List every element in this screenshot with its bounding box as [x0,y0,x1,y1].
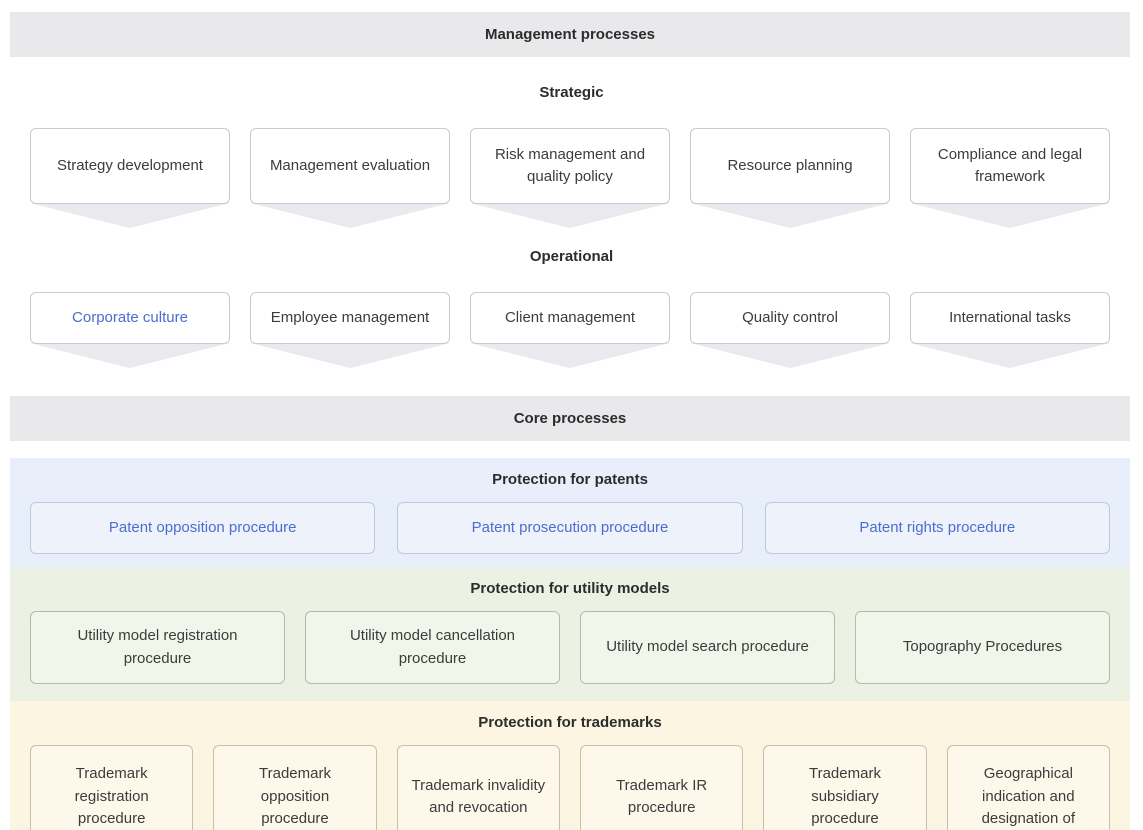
box-trademark-ir-procedure: Trademark IR procedure [579,745,744,830]
box-corporate-culture[interactable]: Corporate culture [30,292,230,344]
operational-cell: Corporate culture [30,292,230,368]
down-chevron-icon [690,343,890,368]
utility-cell: Topography Procedures [855,611,1110,684]
box-client-management: Client management [470,292,670,344]
box-link-label[interactable]: Patent opposition procedure [108,518,297,536]
trademark-cell: Trademark IR procedure [579,745,744,830]
box-link-label[interactable]: Patent rights procedure [859,518,1016,536]
box-label: Strategy development [57,156,203,174]
utility-cell: Utility model search procedure [580,611,835,684]
box-strategy-development: Strategy development [30,128,230,204]
patents-cell: Patent rights procedure [764,502,1110,554]
box-label: Client management [504,308,636,326]
box-label: Trademark invalidity and revocation [411,776,546,817]
operational-cell: Quality control [690,292,890,368]
box-label: International tasks [949,308,1071,326]
box-patent-rights-procedure[interactable]: Patent rights procedure [764,502,1110,554]
box-label: Compliance and legal framework [937,145,1083,186]
box-compliance-legal-framework: Compliance and legal framework [910,128,1110,204]
down-chevron-icon [30,343,230,368]
box-trademark-registration-procedure: Trademark registration procedure [30,745,194,830]
trademark-cell: Geographical indication and designation … [946,745,1110,830]
box-label: Resource planning [727,156,853,174]
down-chevron-icon [470,203,670,228]
trademarks-heading: Protection for trademarks [478,714,662,731]
box-risk-management-quality-policy: Risk management and quality policy [470,128,670,204]
box-utility-model-registration-procedure: Utility model registration procedure [30,611,285,684]
strategic-cell: Management evaluation [250,128,450,228]
section-protection-for-patents: Protection for patents Patent opposition… [10,458,1130,567]
box-trademark-subsidiary-procedure: Trademark subsidiary procedure [763,745,927,830]
operational-cell: Employee management [250,292,450,368]
box-label: Utility model registration procedure [77,627,238,667]
trademarks-row: Trademark registration procedure Tradema… [30,745,1110,830]
box-utility-model-search-procedure: Utility model search procedure [580,611,835,684]
box-label: Utility model cancellation procedure [349,627,516,667]
box-label: Geographical indication and designation … [981,765,1075,828]
strategic-row: Strategy development Management evaluati… [30,128,1110,228]
utility-cell: Utility model cancellation procedure [305,611,560,684]
trademark-cell: Trademark opposition procedure [213,745,377,830]
strategic-cell: Strategy development [30,128,230,228]
trademark-cell: Trademark invalidity and revocation [396,745,560,830]
box-label: Trademark subsidiary procedure [808,765,881,828]
box-link-label[interactable]: Patent prosecution procedure [471,518,669,536]
management-processes-banner: Management processes [10,12,1130,57]
operational-heading: Operational [529,248,614,265]
down-chevron-icon [690,203,890,228]
box-label: Management evaluation [269,156,431,174]
box-utility-model-cancellation-procedure: Utility model cancellation procedure [305,611,560,684]
core-processes-banner: Core processes [10,396,1130,441]
strategic-cell: Resource planning [690,128,890,228]
down-chevron-icon [250,343,450,368]
box-employee-management: Employee management [250,292,450,344]
operational-row: Corporate culture Employee management Cl… [30,292,1110,368]
utility-models-row: Utility model registration procedure Uti… [30,611,1110,684]
box-trademark-invalidity-revocation: Trademark invalidity and revocation [396,745,560,830]
box-geographical-indication-designation: Geographical indication and designation … [946,745,1110,830]
box-management-evaluation: Management evaluation [250,128,450,204]
patents-row: Patent opposition procedure Patent prose… [30,502,1110,554]
box-label: Trademark registration procedure [74,765,149,828]
patents-cell: Patent opposition procedure [30,502,376,554]
strategic-heading: Strategic [539,84,604,101]
box-resource-planning: Resource planning [690,128,890,204]
down-chevron-icon [250,203,450,228]
management-processes-title: Management processes [484,26,656,43]
box-label: Trademark IR procedure [616,776,708,817]
box-label: Topography Procedures [902,638,1063,656]
box-label: Employee management [270,308,430,326]
section-protection-for-utility-models: Protection for utility models Utility mo… [10,567,1130,701]
patents-cell: Patent prosecution procedure [397,502,743,554]
box-topography-procedures: Topography Procedures [855,611,1110,684]
box-patent-prosecution-procedure[interactable]: Patent prosecution procedure [397,502,743,554]
box-label: Trademark opposition procedure [259,765,331,828]
box-label: Utility model search procedure [606,638,809,656]
utility-cell: Utility model registration procedure [30,611,285,684]
box-quality-control: Quality control [690,292,890,344]
strategic-cell: Risk management and quality policy [470,128,670,228]
box-link-label[interactable]: Corporate culture [72,308,188,326]
core-processes-title: Core processes [513,410,627,427]
down-chevron-icon [910,203,1110,228]
box-patent-opposition-procedure[interactable]: Patent opposition procedure [30,502,376,554]
down-chevron-icon [910,343,1110,368]
box-label: Quality control [742,308,838,326]
operational-cell: International tasks [910,292,1110,368]
patents-heading: Protection for patents [492,471,648,488]
box-trademark-opposition-procedure: Trademark opposition procedure [213,745,377,830]
trademark-cell: Trademark registration procedure [30,745,194,830]
section-protection-for-trademarks: Protection for trademarks Trademark regi… [10,701,1130,830]
box-label: Risk management and quality policy [494,145,646,186]
operational-cell: Client management [470,292,670,368]
strategic-cell: Compliance and legal framework [910,128,1110,228]
utility-models-heading: Protection for utility models [470,580,670,597]
down-chevron-icon [470,343,670,368]
trademark-cell: Trademark subsidiary procedure [763,745,927,830]
down-chevron-icon [30,203,230,228]
box-international-tasks: International tasks [910,292,1110,344]
